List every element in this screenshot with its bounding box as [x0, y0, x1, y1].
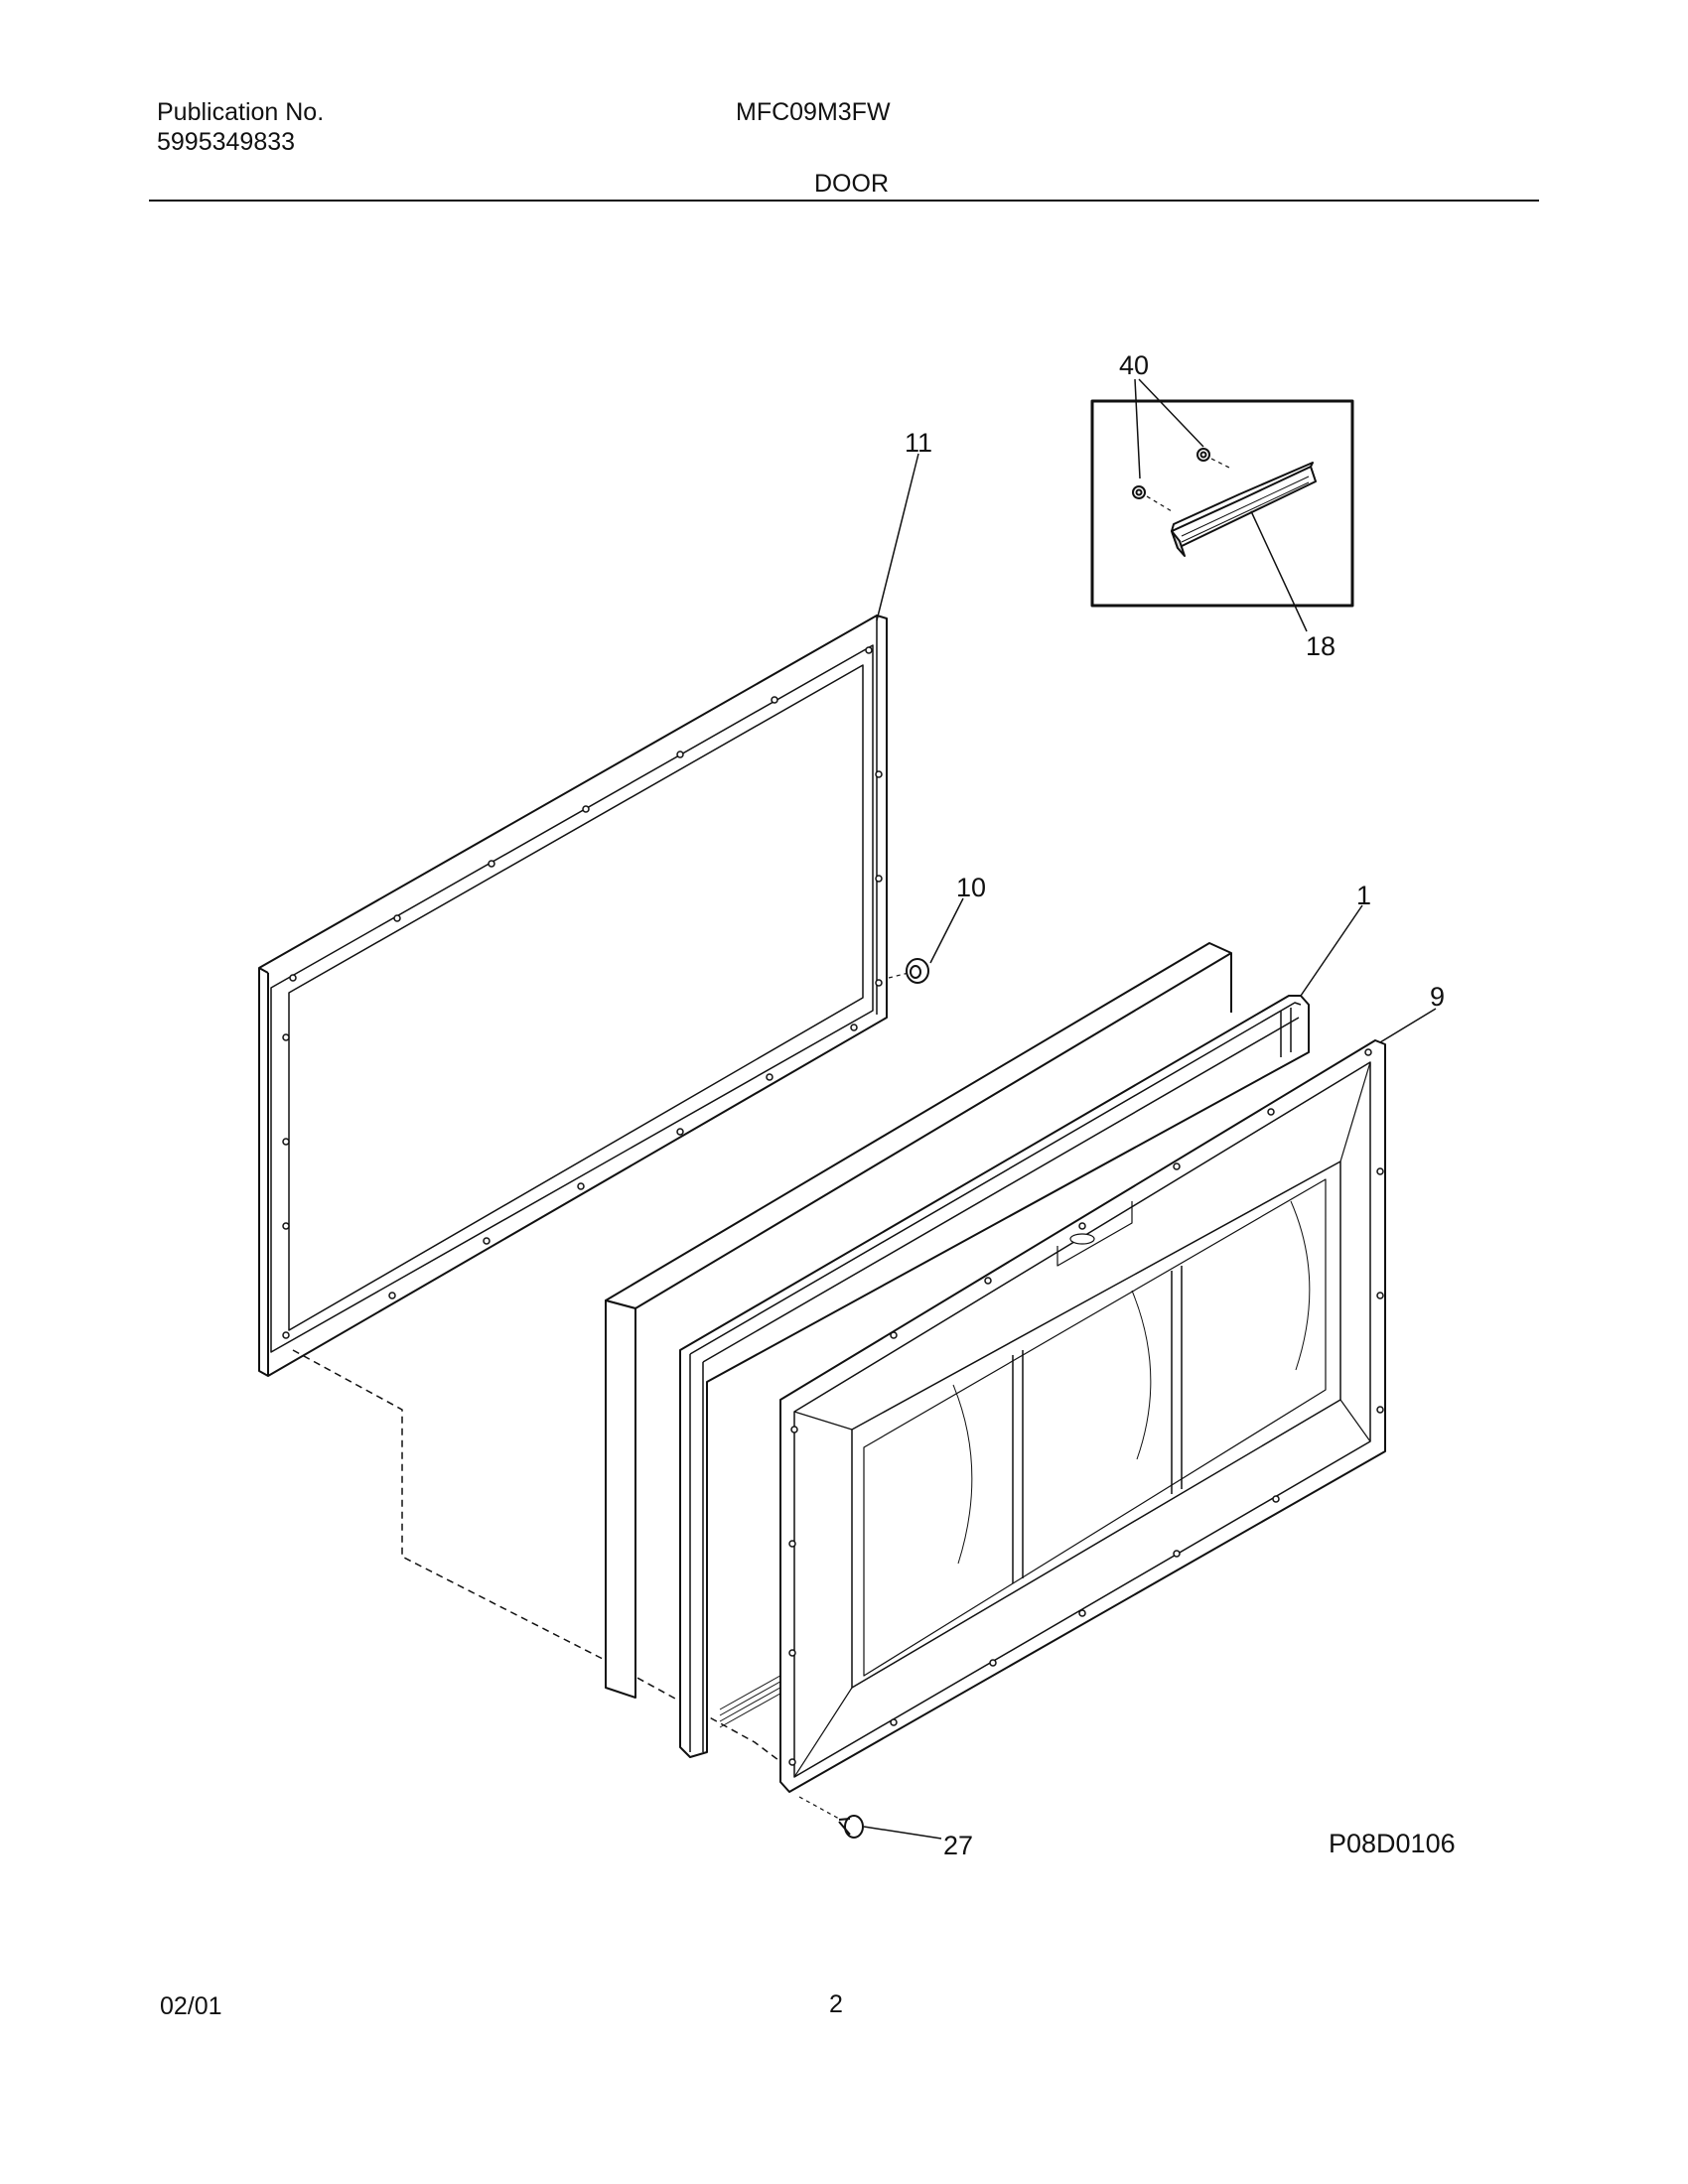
publication-number: 5995349833: [157, 128, 296, 156]
callout-27: 27: [943, 1831, 973, 1860]
leader-lines: [863, 378, 1437, 1840]
section-title: DOOR: [814, 170, 889, 198]
inner-door-liner-9: [779, 1039, 1386, 1793]
callout-40: 40: [1119, 350, 1149, 380]
alignment-dashed-line: [292, 1349, 795, 1773]
callout-1: 1: [1356, 881, 1371, 910]
model-number: MFC09M3FW: [736, 98, 891, 126]
callout-18: 18: [1306, 631, 1336, 661]
foam-panel: [605, 942, 1232, 1699]
drawing-id: P08D0106: [1329, 1829, 1456, 1858]
screw-27: [798, 1796, 864, 1839]
handle-inset: [1090, 399, 1354, 608]
panel-frame-11: [258, 614, 888, 1377]
hinge-bushing-10: [888, 958, 929, 984]
callout-10: 10: [956, 873, 986, 902]
callout-9: 9: [1430, 982, 1445, 1012]
header-rule: [149, 200, 1539, 202]
publication-label: Publication No.: [157, 98, 325, 126]
callout-11: 11: [905, 428, 932, 458]
page-number: 2: [829, 1990, 843, 2018]
footer-date: 02/01: [160, 1992, 222, 2020]
door-gasket-1: [679, 995, 1310, 1758]
